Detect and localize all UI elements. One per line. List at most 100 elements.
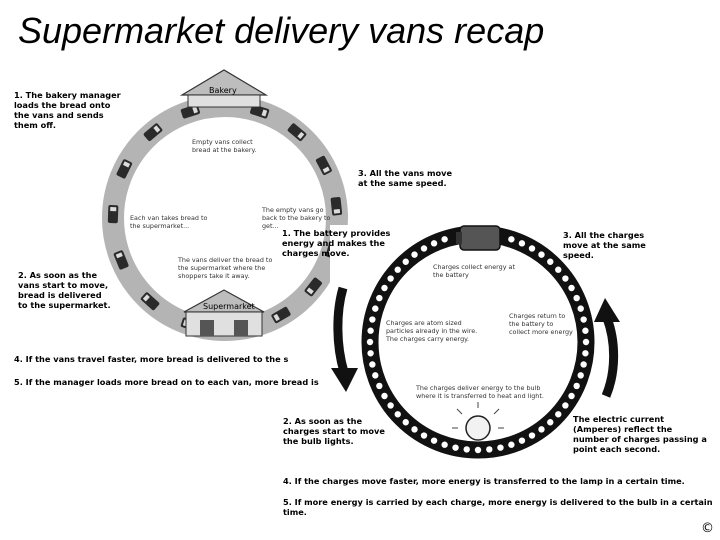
charge-dot [573,294,580,302]
charge-dot [528,432,536,439]
charge-dot [582,350,589,357]
circuit-step-5: 5. If more energy is carried by each cha… [283,497,713,517]
van-step-2: 2. As soon as the vans start to move, br… [18,270,111,310]
charge-dot [555,266,562,273]
charge-dot [474,446,482,454]
van-icon [113,250,129,270]
van-icon [107,204,119,224]
van-icon [287,123,307,142]
van-diagram [102,69,348,341]
van-icon [116,159,133,179]
charge-dot [402,258,409,265]
empty-collect-note: Empty vans collect bread at the bakery. [192,138,257,154]
collect-note: Charges collect energy at the battery [433,263,515,279]
circuit-diagram [330,225,700,515]
atom-note: Charges are atom sized particles already… [386,319,478,343]
empty-back-note: The empty vans go back to the bakery to … [262,206,331,230]
charge-dot [372,305,379,312]
van-icon [315,155,332,176]
van-icon [143,123,163,142]
charge-dot [518,437,526,444]
charge-dot [402,419,409,426]
charge-dot [441,441,448,448]
charge-dot [367,327,374,334]
charge-dot [394,266,401,273]
charge-dot [562,402,569,409]
charge-dot [580,361,587,368]
charge-dot [518,240,526,247]
supermarket-building [183,289,265,337]
circuit-step-2: 2. As soon as the charges start to move … [283,416,385,446]
supermarket-label: Supermarket [203,302,255,311]
charge-dot [508,236,515,243]
charge-dot [441,236,448,243]
charge-dot [430,240,438,247]
charge-dot [420,432,428,439]
each-van-note: Each van takes bread to the supermarket.… [130,214,208,230]
van-icon [304,277,322,297]
van-step-3: 3. All the vans move at the same speed. [358,168,453,188]
charge-dot [573,382,580,390]
charge-dot [381,392,388,400]
arrow-up-right [594,298,620,398]
charge-dot [369,316,376,323]
charge-dot [367,350,374,357]
van-step-5: 5. If the manager loads more bread on to… [14,377,319,387]
charge-dot [547,258,554,265]
circuit-step-1: 1. The battery provides energy and makes… [282,228,391,258]
charge-dot [430,437,438,444]
charge-dot [555,411,562,418]
charge-dot [381,284,388,292]
charge-dot [568,284,575,292]
charge-dot [497,444,504,451]
van-icon [180,104,200,119]
charge-dot [411,426,418,433]
charge-dot [577,305,584,312]
van-icon [271,306,291,324]
circuit-step-4: 4. If the charges move faster, more ener… [283,476,685,486]
copyright-mark: © [701,521,714,536]
van-icon [140,292,160,311]
circuit-panel [330,225,700,515]
charge-dot [394,411,401,418]
charge-dot [486,446,493,453]
page-title: Supermarket delivery vans recap [18,10,545,51]
deliver-note: The vans deliver the bread to the superm… [178,256,273,280]
charge-dot [369,361,376,368]
charge-dot [387,275,394,282]
charge-dot [528,245,536,252]
charge-dot [420,245,428,252]
bulb-note: The charges deliver energy to the bulb w… [416,384,544,400]
charge-dot [582,338,590,346]
charge-dot [538,251,545,258]
bulb [452,402,504,441]
van-step-1: 1. The bakery manager loads the bread on… [14,90,121,130]
charge-dot [580,316,587,323]
charge-dot [452,444,459,451]
van-icon [330,197,343,216]
charge-dot [547,419,554,426]
arrow-down-left [331,286,358,392]
charge-dot [577,372,584,379]
charge-dot [372,372,379,379]
charge-dot [568,392,575,400]
charge-dot [376,382,383,390]
charge-dot [463,446,470,453]
return-note: Charges return to the battery to collect… [509,312,573,336]
charge-dot [387,402,394,409]
charge-dot [366,338,374,346]
bakery-building [179,69,269,108]
bakery-label: Bakery [209,86,237,95]
charges [366,236,590,454]
charge-dot [562,275,569,282]
battery [456,225,501,251]
van-step-4: 4. If the vans travel faster, more bread… [14,354,289,364]
current-note: The electric current (Amperes) reflect t… [573,414,707,454]
van-icon [250,104,270,119]
charge-dot [508,441,515,448]
charge-dot [538,426,545,433]
charge-dot [411,251,418,258]
charge-dot [376,294,383,302]
charge-dot [582,327,589,334]
